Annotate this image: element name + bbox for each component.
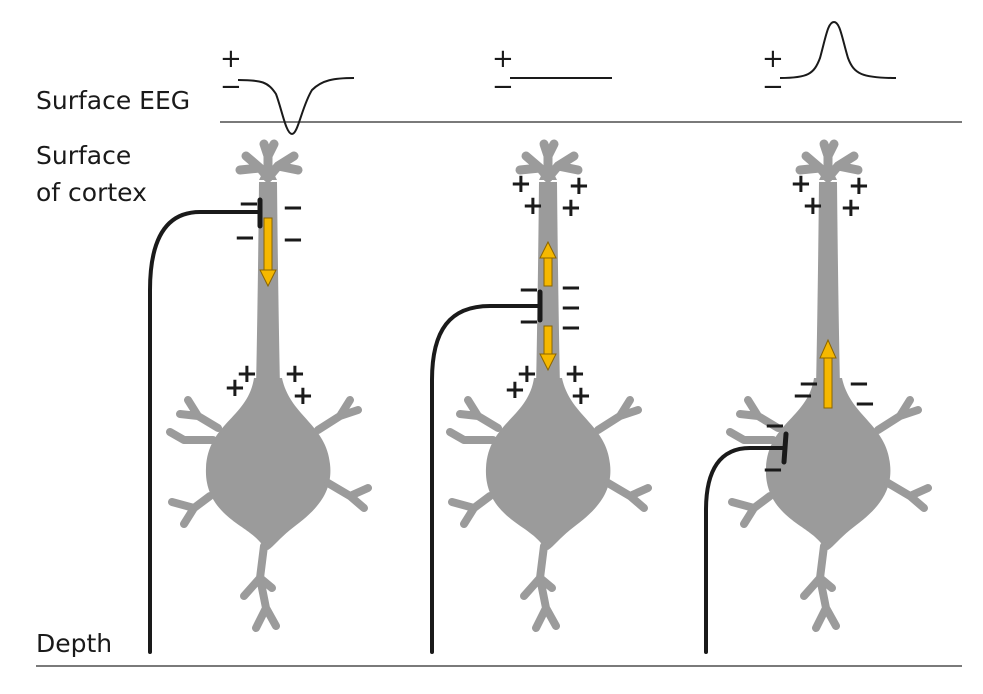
minus-sign: − [798, 369, 820, 399]
panel-superficial-synapse: − − − − + + + + [148, 144, 368, 654]
plus-sign: + [802, 191, 824, 221]
minus-sign: − [762, 455, 784, 485]
minus-sign: − [560, 293, 582, 323]
plus-sign: + [564, 359, 586, 389]
minus-sign: − [518, 275, 540, 305]
eeg-trace-positive: + − [762, 20, 897, 102]
minus-sign: − [848, 369, 870, 399]
eeg-plus-sign: + [220, 44, 242, 74]
minus-sign: − [854, 389, 876, 419]
surface-of-cortex-label-line2: of cortex [36, 178, 147, 207]
pyramidal-neuron [450, 144, 648, 628]
panel-mid-dendrite-synapse: + + + + − − − − − + + + + [430, 144, 648, 654]
plus-sign: + [236, 359, 258, 389]
plus-sign: + [224, 373, 246, 403]
synaptic-terminal [781, 431, 789, 465]
surface-of-cortex-label-line1: Surface [36, 141, 131, 170]
plus-sign: + [790, 169, 812, 199]
plus-sign: + [840, 193, 862, 223]
current-arrow-down [259, 217, 277, 288]
eeg-negative-waveform [237, 77, 355, 136]
plus-sign: + [292, 381, 314, 411]
surface-eeg-label: Surface EEG [36, 86, 190, 115]
minus-sign: − [518, 307, 540, 337]
eeg-minus-sign: − [492, 72, 514, 102]
eeg-plus-sign: + [492, 44, 514, 74]
pyramidal-neuron [170, 144, 368, 628]
eeg-trace-flat: + − [492, 44, 612, 102]
plus-sign: + [570, 381, 592, 411]
afferent-axon [704, 446, 786, 654]
eeg-plus-sign: + [762, 44, 784, 74]
depth-label: Depth [36, 629, 112, 658]
eeg-trace-negative: + − [220, 44, 355, 136]
afferent-axon [430, 304, 542, 654]
plus-sign: + [522, 191, 544, 221]
current-arrow-down [539, 325, 557, 372]
minus-sign: − [560, 273, 582, 303]
eeg-positive-waveform [779, 20, 897, 79]
plus-sign: + [284, 359, 306, 389]
minus-sign: − [238, 189, 260, 219]
current-arrow-up [819, 338, 837, 409]
minus-sign: − [560, 313, 582, 343]
plus-sign: + [568, 171, 590, 201]
minus-sign: − [234, 223, 256, 253]
eeg-minus-sign: − [762, 72, 784, 102]
minus-sign: − [792, 381, 814, 411]
plus-sign: + [504, 375, 526, 405]
minus-sign: − [282, 193, 304, 223]
eeg-minus-sign: − [220, 72, 242, 102]
minus-sign: − [282, 225, 304, 255]
plus-sign: + [560, 193, 582, 223]
minus-sign: − [764, 411, 786, 441]
plus-sign: + [848, 171, 870, 201]
current-arrow-up [539, 240, 557, 287]
panel-soma-synapse: + + + + − − − − − − [704, 144, 928, 654]
afferent-axon [148, 210, 262, 654]
plus-sign: + [510, 169, 532, 199]
plus-sign: + [516, 359, 538, 389]
